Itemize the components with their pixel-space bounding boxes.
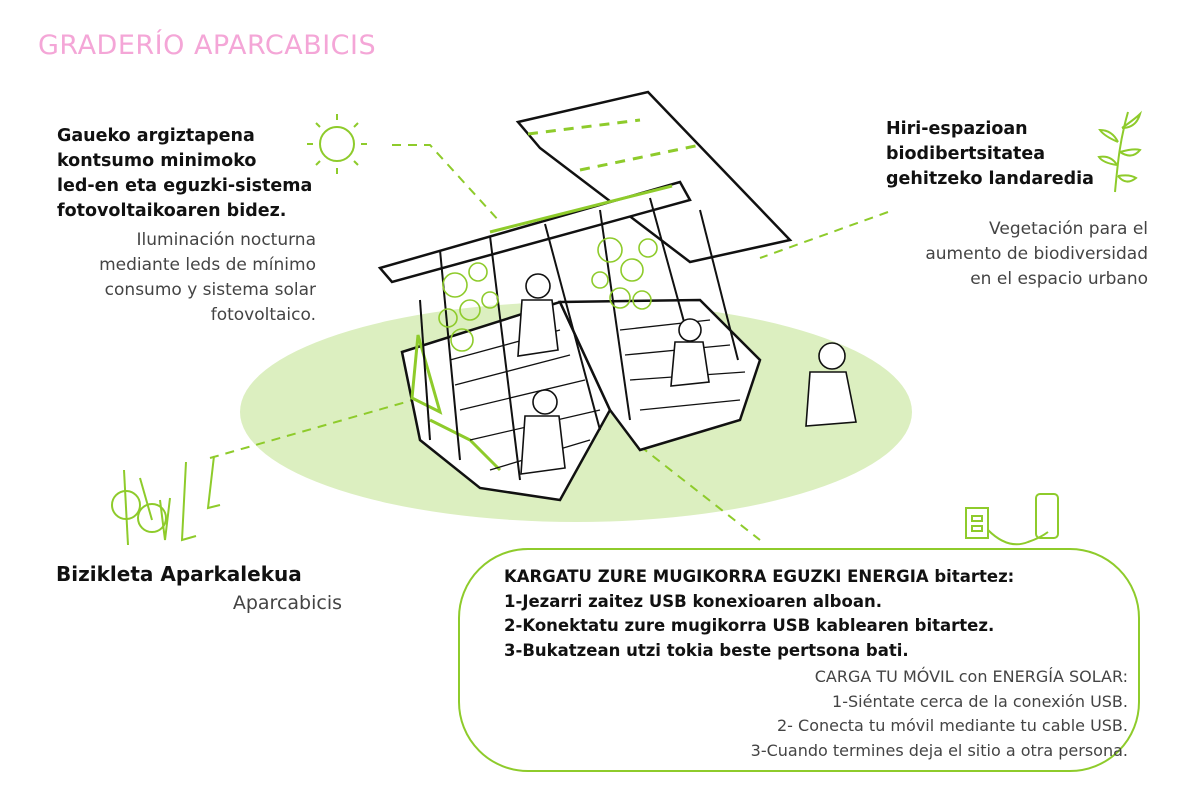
charging-instructions-box bbox=[458, 548, 1140, 772]
lighting-es-line: fotovoltaico. bbox=[210, 305, 316, 325]
vegetation-eu-line: biodibertsitatea bbox=[886, 144, 1046, 164]
vegetation-eu-line: Hiri-espazioan bbox=[886, 119, 1028, 139]
charging-es-step: 3-Cuando termines deja el sitio a otra p… bbox=[750, 740, 1128, 760]
leader-lines bbox=[209, 144, 889, 541]
charging-text-basque: KARGATU ZURE MUGIKORRA EGUZKI ENERGIA bi… bbox=[504, 565, 1124, 663]
bike-parking-label-spanish: Aparcabicis bbox=[232, 592, 342, 614]
page-title: GRADERÍO APARCABICIS bbox=[38, 30, 377, 61]
lighting-text-basque: Gaueko argiztapena kontsumo minimoko led… bbox=[57, 124, 357, 224]
pavilion-structure bbox=[377, 90, 793, 502]
charging-es-heading: CARGA TU MÓVIL con ENERGÍA SOLAR: bbox=[814, 667, 1128, 686]
lighting-es-line: mediante leds de mínimo bbox=[99, 255, 316, 275]
vegetation-text-basque: Hiri-espazioan biodibertsitatea gehitzek… bbox=[886, 117, 1116, 192]
sun-icon bbox=[307, 114, 367, 174]
charging-es-step: 2- Conecta tu móvil mediante tu cable US… bbox=[776, 716, 1128, 735]
leaf-icon bbox=[1097, 110, 1143, 193]
lighting-es-line: Iluminación nocturna bbox=[136, 230, 316, 250]
charging-eu-heading: KARGATU ZURE MUGIKORRA EGUZKI ENERGIA bi… bbox=[504, 567, 1015, 586]
lighting-text-spanish: Iluminación nocturna mediante leds de mí… bbox=[40, 228, 316, 328]
bike-parking-label-basque: Bizikleta Aparkalekua bbox=[56, 562, 302, 586]
vegetation-es-line: Vegetación para el bbox=[989, 219, 1148, 239]
lighting-eu-line: fotovoltaikoaren bidez. bbox=[57, 201, 287, 221]
lighting-es-line: consumo y sistema solar bbox=[104, 280, 316, 300]
lighting-eu-line: led-en eta eguzki-sistema bbox=[57, 176, 313, 196]
usb-outlet-icon bbox=[965, 507, 1049, 546]
charging-eu-step: 2-Konektatu zure mugikorra USB kablearen… bbox=[504, 616, 995, 635]
bicycle-rack-icon bbox=[111, 455, 221, 546]
lighting-eu-line: kontsumo minimoko bbox=[57, 151, 257, 171]
charging-text-spanish: CARGA TU MÓVIL con ENERGÍA SOLAR: 1-Sién… bbox=[520, 665, 1128, 763]
phone-icon bbox=[1035, 493, 1059, 539]
vegetation-eu-line: gehitzeko landaredia bbox=[886, 169, 1094, 189]
vegetation-es-line: en el espacio urbano bbox=[970, 269, 1148, 289]
charging-eu-step: 1-Jezarri zaitez USB konexioaren alboan. bbox=[504, 591, 882, 611]
lighting-eu-line: Gaueko argiztapena bbox=[57, 126, 255, 146]
pavilion-accents bbox=[410, 118, 701, 472]
charging-eu-step: 3-Bukatzean utzi tokia beste pertsona ba… bbox=[504, 640, 909, 660]
people-silhouettes bbox=[517, 273, 857, 475]
vegetation-es-line: aumento de biodiversidad bbox=[925, 244, 1148, 264]
vegetation-text-spanish: Vegetación para el aumento de biodiversi… bbox=[860, 217, 1148, 292]
charging-es-step: 1-Siéntate cerca de la conexión USB. bbox=[832, 691, 1128, 711]
vegetation-bubbles bbox=[438, 237, 658, 352]
